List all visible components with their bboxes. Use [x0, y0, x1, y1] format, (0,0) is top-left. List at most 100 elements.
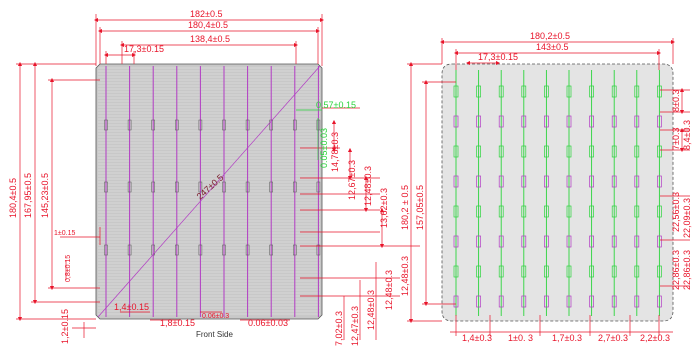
back-solder-pad	[634, 145, 640, 158]
back-solder-pad	[566, 115, 572, 128]
back-solder-pad	[634, 85, 640, 98]
back-solder-pad	[521, 115, 527, 128]
back-solder-pad	[566, 295, 572, 308]
front-bottom-left: 1,2±0.15	[60, 309, 70, 344]
front-busbar-gap	[245, 119, 250, 131]
front-busbar-gap	[175, 181, 179, 193]
dimension-labels: 182±0.5 180,4±0.5 138,4±0.5 17,3±0.15 18…	[8, 9, 692, 346]
back-solder-pad	[521, 265, 527, 278]
back-solder-pad	[498, 85, 504, 98]
front-v2: 12,67±0.3	[347, 160, 357, 200]
back-b3: 1,7±0.3	[552, 333, 582, 343]
back-solder-pad	[566, 175, 572, 188]
front-diagonal-line	[97, 65, 321, 318]
back-b4: 2,7±0.3	[598, 333, 628, 343]
back-solder-pad	[453, 115, 459, 128]
front-busbar-gap	[151, 119, 155, 131]
back-solder-pad	[589, 175, 594, 188]
back-solder-pad	[611, 115, 617, 128]
back-solder-pad	[521, 205, 527, 218]
back-solder-pad	[544, 85, 549, 98]
back-solder-pad	[634, 205, 640, 218]
back-r4: 22,56±0.3	[671, 192, 681, 232]
front-width-inner: 180,4±0.5	[188, 20, 228, 30]
back-solder-pad	[657, 175, 662, 188]
back-solder-pad	[544, 175, 549, 188]
back-solder-pad	[521, 175, 527, 188]
back-solder-pad	[498, 115, 504, 128]
front-height-total: 180,4±0.5	[8, 178, 18, 218]
back-solder-pad	[657, 115, 662, 128]
front-busbar-gap	[316, 119, 321, 131]
front-b1: 1,4±0.15	[114, 302, 149, 312]
back-r1: 8±0.3	[671, 90, 681, 112]
back-solder-pad	[634, 295, 640, 308]
back-solder-pad	[476, 235, 481, 248]
back-solder-pad	[634, 235, 640, 248]
back-solder-pad	[521, 85, 527, 98]
front-busbar-span: 138,4±0.5	[190, 34, 230, 44]
front-width-total: 182±0.5	[190, 9, 222, 19]
front-busbar-gap	[269, 119, 273, 131]
front-busbar-gap	[316, 181, 321, 193]
back-span: 143±0.5	[536, 42, 568, 52]
back-solder-pad	[476, 205, 481, 218]
front-cell	[95, 63, 323, 320]
back-solder-pad	[566, 145, 572, 158]
back-solder-pad	[611, 205, 617, 218]
back-solder-pad	[566, 235, 572, 248]
back-solder-pad	[476, 115, 481, 128]
front-side-caption: Front Side	[196, 330, 233, 339]
back-solder-pad	[589, 235, 594, 248]
back-r2: 7±0.3	[671, 128, 681, 150]
front-busbar-gap	[198, 119, 203, 131]
front-height-2: 167,95±0.5	[23, 173, 33, 218]
front-small-2: 0,8±0.15	[65, 255, 72, 282]
back-dimensions	[407, 38, 690, 336]
back-solder-pad	[476, 145, 481, 158]
front-busbar-gap	[104, 244, 108, 256]
front-busbar-gap	[127, 244, 132, 256]
back-solder-pad	[657, 295, 662, 308]
front-fingers	[98, 67, 320, 315]
back-solder-pad	[589, 145, 594, 158]
back-solder-pad	[589, 295, 594, 308]
back-cell	[441, 63, 674, 322]
back-b1: 1,4±0.3	[462, 333, 492, 343]
front-b3: 0.06±0.3	[202, 313, 229, 320]
back-solder-pad	[476, 175, 481, 188]
back-solder-pad	[589, 205, 594, 218]
back-solder-pad	[453, 295, 459, 308]
back-solder-pad	[566, 265, 572, 278]
front-busbar-gap	[222, 119, 226, 131]
back-solder-pad	[657, 265, 662, 278]
front-busbar-gap	[104, 181, 108, 193]
back-busbars	[453, 70, 662, 316]
front-busbar-gap	[222, 181, 226, 193]
back-r3: 8,4±0.3	[682, 120, 692, 150]
back-solder-pad	[498, 235, 504, 248]
front-b4: 0.06±0.03	[248, 318, 288, 328]
back-solder-pad	[544, 265, 549, 278]
front-busbar-gap	[293, 119, 297, 131]
back-solder-pad	[657, 205, 662, 218]
back-solder-pad	[566, 85, 572, 98]
back-solder-pad	[476, 295, 481, 308]
back-solder-pad	[544, 115, 549, 128]
front-v4: 13,62±0.3	[379, 188, 389, 228]
front-busbar-gap	[151, 181, 155, 193]
front-dimensions	[16, 14, 420, 340]
back-solder-pad	[657, 145, 662, 158]
back-height-2: 157,05±0.5	[415, 185, 425, 230]
front-busbar-gap	[175, 119, 179, 131]
back-solder-pad	[498, 295, 504, 308]
back-solder-pad	[521, 235, 527, 248]
back-solder-pad	[498, 265, 504, 278]
back-solder-pad	[498, 175, 504, 188]
front-v6: 12,48±0.3	[400, 256, 410, 296]
front-busbar-gap	[104, 119, 108, 131]
back-width-total: 180,2±0.5	[530, 31, 570, 41]
back-solder-pad	[634, 175, 640, 188]
front-busbar-gap	[198, 181, 203, 193]
back-solder-pad	[544, 235, 549, 248]
